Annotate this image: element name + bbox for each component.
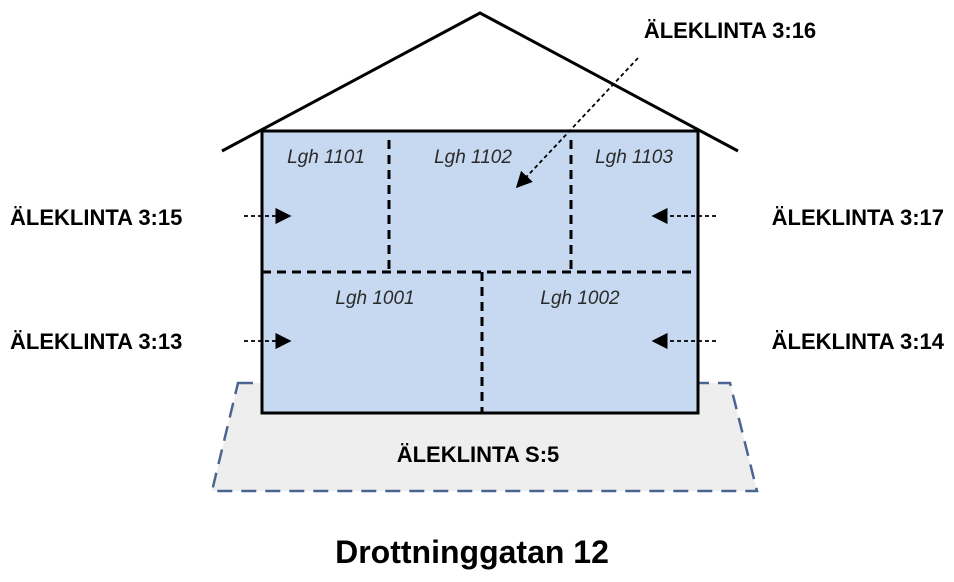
apartment-label-1102: Lgh 1102 xyxy=(434,147,512,168)
ground-property-label: ÄLEKLINTA S:5 xyxy=(397,442,560,467)
apartment-label-1002: Lgh 1002 xyxy=(540,288,620,309)
apartment-label-1001: Lgh 1001 xyxy=(335,288,414,309)
apartment-label-1103: Lgh 1103 xyxy=(595,147,673,168)
apartment-boundaries xyxy=(262,140,698,413)
property-label-3-16: ÄLEKLINTA 3:16 xyxy=(644,18,816,43)
apartment-label-1101: Lgh 1101 xyxy=(287,147,365,168)
property-label-3-13: ÄLEKLINTA 3:13 xyxy=(10,329,182,354)
property-label-3-15: ÄLEKLINTA 3:15 xyxy=(10,205,182,230)
property-label-3-17: ÄLEKLINTA 3:17 xyxy=(772,205,944,230)
arrow-3-16 xyxy=(515,57,639,189)
address-title: Drottninggatan 12 xyxy=(335,534,609,570)
property-label-3-14: ÄLEKLINTA 3:14 xyxy=(772,329,945,354)
roof xyxy=(221,11,739,153)
